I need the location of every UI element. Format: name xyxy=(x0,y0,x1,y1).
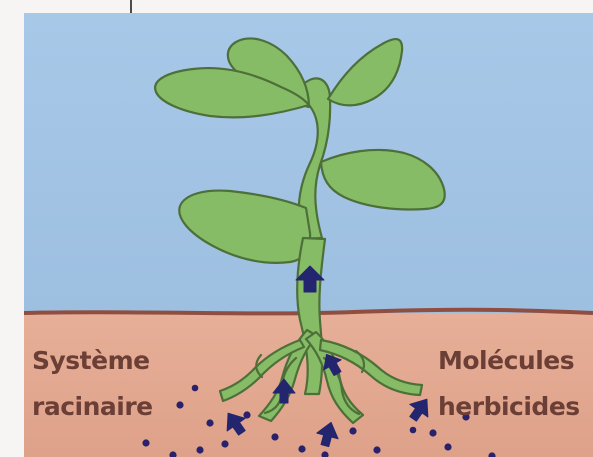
dot-icon xyxy=(142,439,149,446)
root-system-label-line-1: Système xyxy=(32,348,150,373)
dot-icon xyxy=(349,427,356,434)
dot-icon xyxy=(298,445,305,452)
dot-icon xyxy=(192,385,199,392)
dot-icon xyxy=(221,440,228,447)
herbicide-label-line-1: Molécules xyxy=(438,348,574,373)
dot-icon xyxy=(271,433,278,440)
dot-icon xyxy=(373,446,380,453)
dot-icon xyxy=(429,429,436,436)
dot-icon xyxy=(206,419,213,426)
dot-icon xyxy=(410,427,417,434)
plant-diagram xyxy=(24,13,593,457)
root-system-label-line-2: racinaire xyxy=(32,394,153,419)
dot-icon xyxy=(444,443,451,450)
dot-icon xyxy=(196,446,203,453)
dot-icon xyxy=(243,411,250,418)
dot-icon xyxy=(176,401,183,408)
herbicide-label-line-2: herbicides xyxy=(438,394,580,419)
diagram-panel: Système racinaire Molécules herbicides xyxy=(24,13,593,457)
